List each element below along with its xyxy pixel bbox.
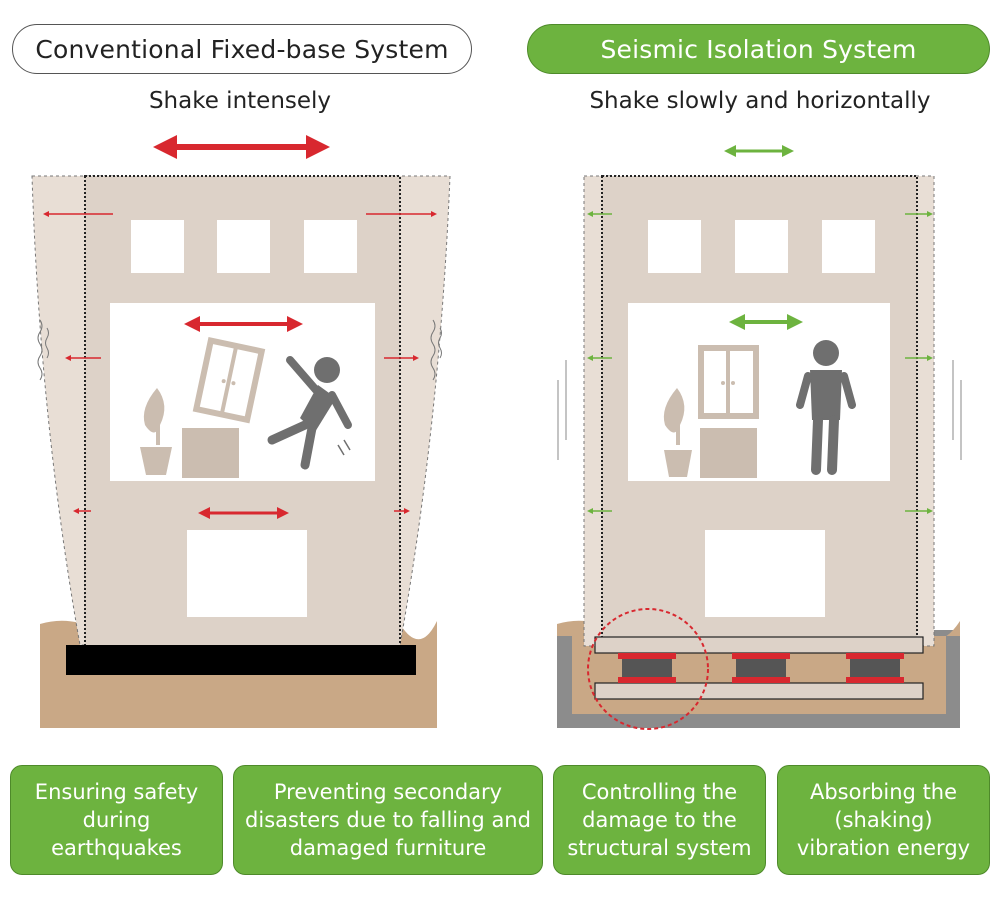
seismic-isolator-bearing xyxy=(732,653,790,683)
cabinet-icon xyxy=(182,428,239,478)
fixed-base-building-group xyxy=(31,135,451,728)
benefit-safety: Ensuring safety during earthquakes xyxy=(10,765,223,875)
fixed-base-subtitle: Shake intensely xyxy=(148,88,332,114)
falling-cupboard-icon xyxy=(192,337,266,424)
window xyxy=(648,220,701,273)
cupboard-icon xyxy=(698,345,759,419)
window xyxy=(217,220,270,273)
falling-person-icon xyxy=(267,356,352,470)
benefit-energy: Absorbing the (shaking) vibration energy xyxy=(777,765,990,875)
fixed-base-title: Conventional Fixed-base System xyxy=(12,24,472,74)
upper-base-slab xyxy=(594,636,924,654)
benefit-structure: Controlling the damage to the structural… xyxy=(553,765,766,875)
seismic-isolator-bearing xyxy=(846,653,904,683)
door xyxy=(187,530,307,617)
door xyxy=(705,530,825,617)
isolation-subtitle: Shake slowly and horizontally xyxy=(589,88,931,114)
vibration-mark xyxy=(430,319,436,381)
isolation-building-group xyxy=(557,145,962,730)
window xyxy=(304,220,357,273)
vibration-mark xyxy=(37,319,43,381)
standing-person-icon xyxy=(796,340,856,475)
benefit-furniture: Preventing secondary disasters due to fa… xyxy=(233,765,543,875)
window xyxy=(735,220,788,273)
vibration-mark xyxy=(45,327,49,359)
window xyxy=(822,220,875,273)
isolator-highlight-circle xyxy=(587,608,709,730)
lower-base-slab xyxy=(594,682,924,700)
fixed-foundation xyxy=(66,645,416,675)
isolation-title: Seismic Isolation System xyxy=(527,24,990,74)
window xyxy=(131,220,184,273)
vibration-mark xyxy=(438,327,442,359)
seismic-isolator-bearing xyxy=(618,653,676,683)
cabinet-icon xyxy=(700,428,757,478)
potted-plant-icon xyxy=(140,388,172,475)
potted-plant-icon xyxy=(663,388,692,477)
